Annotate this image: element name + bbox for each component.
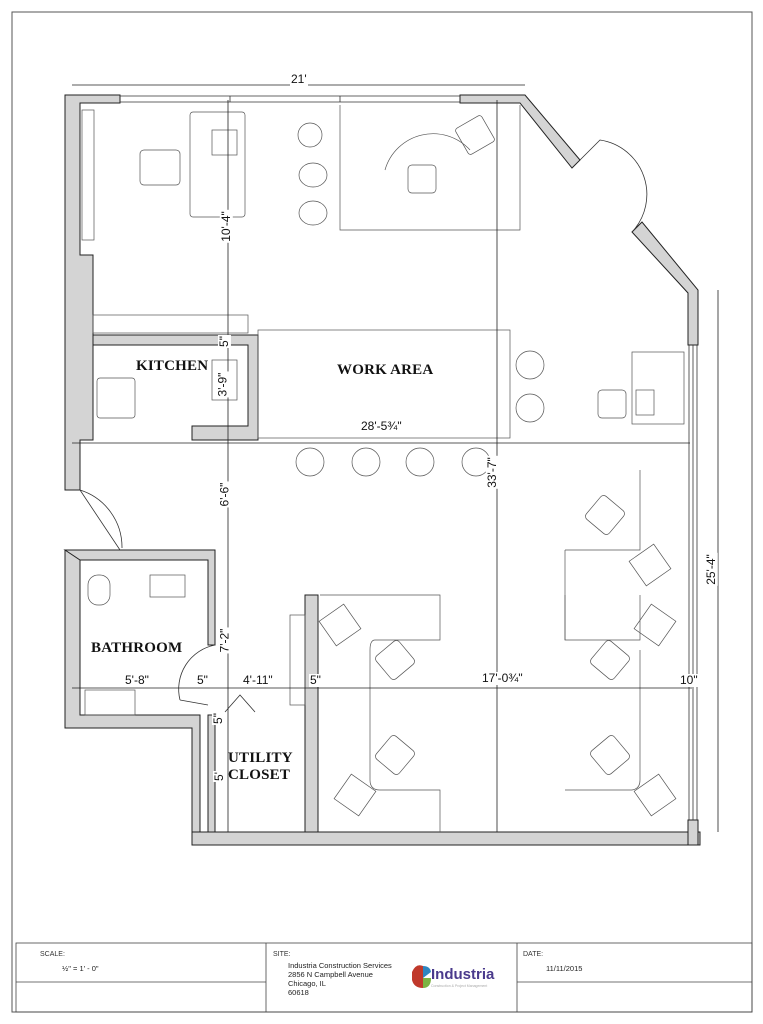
- scale-value: ½" = 1' - 0": [62, 964, 99, 973]
- logo-text: Industria: [431, 966, 495, 983]
- dim-window-depth: 10": [679, 673, 699, 687]
- entry-door-swing: [579, 139, 648, 233]
- bathroom-door-swing: [178, 644, 216, 701]
- site-line-1: Industria Construction Services: [288, 961, 392, 970]
- dim-bath-height: 7'-2": [217, 627, 232, 654]
- closet-bifold-door: [224, 694, 256, 713]
- title-block: [15, 942, 753, 1013]
- room-label-utility: UTILITY: [228, 750, 293, 766]
- kitchen-sink: [96, 377, 136, 419]
- site-line-2: 2856 N Campbell Avenue: [288, 970, 373, 979]
- site-line-4: 60618: [288, 988, 309, 997]
- windows: [120, 95, 698, 820]
- site-line-3: Chicago, IL: [288, 979, 326, 988]
- logo-subtitle: Construction & Project Management: [431, 984, 488, 988]
- dim-overall-depth: 33'-7": [484, 456, 499, 489]
- room-label-work-area: WORK AREA: [337, 362, 434, 378]
- dim-right-height: 25'-4": [703, 553, 718, 586]
- dim-wall-a: 5": [196, 673, 209, 687]
- room-label-closet: CLOSET: [228, 767, 291, 783]
- dim-top-width: 21': [290, 72, 308, 86]
- dim-upper-height: 10'-4": [218, 210, 233, 243]
- room-label-kitchen: KITCHEN: [136, 358, 209, 374]
- dim-bath-width: 5'-8": [124, 673, 150, 687]
- bathroom-sink: [149, 574, 186, 598]
- sheet-border: [11, 11, 753, 1013]
- dim-closet-wall: 5": [210, 712, 225, 725]
- dim-mid-height: 6'-6": [217, 481, 232, 508]
- site-label: SITE:: [273, 951, 291, 958]
- doors: [79, 139, 648, 713]
- room-label-bathroom: BATHROOM: [91, 640, 183, 656]
- main-door-swing: [79, 489, 123, 551]
- toilet: [87, 574, 111, 606]
- dim-kitchen-height: 3'-9": [215, 371, 230, 398]
- work-table: [257, 329, 511, 439]
- dim-office-width: 17'-0¾": [481, 671, 524, 685]
- exterior-walls: [64, 94, 701, 846]
- date-value: 11/11/2015: [546, 964, 583, 973]
- dim-closet-width: 4'-11": [242, 673, 274, 687]
- scale-label: SCALE:: [40, 951, 65, 958]
- industria-logo-mark: [412, 965, 431, 988]
- dim-closet-height: 5': [211, 771, 226, 782]
- interior-walls: [63, 334, 319, 833]
- date-label: DATE:: [523, 951, 544, 958]
- dim-wall-b: 5": [309, 673, 322, 687]
- dim-overall-width: 28'-5¾": [360, 419, 403, 433]
- dim-kitchen-wall: 5": [216, 335, 231, 348]
